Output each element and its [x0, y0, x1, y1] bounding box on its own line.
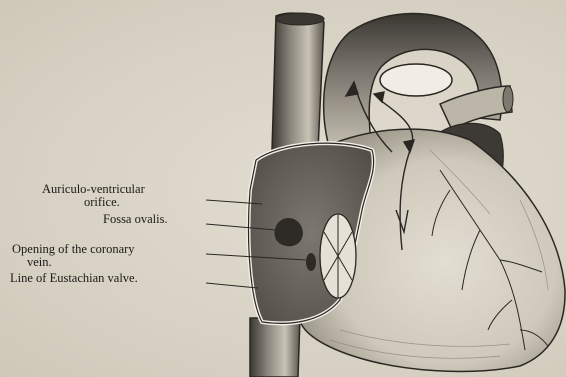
label-auriculo-ventricular-line1: Auriculo-ventricular [42, 183, 145, 195]
label-fossa-ovalis: Fossa ovalis. [103, 213, 168, 225]
label-auriculo-ventricular-line2: orifice. [84, 196, 120, 208]
arch-opening [380, 64, 452, 96]
label-coronary-line2: vein. [27, 256, 52, 268]
vena-cava-opening [276, 13, 324, 25]
coronary-vein-opening [306, 253, 316, 271]
label-coronary-line1: Opening of the coronary [12, 243, 135, 255]
label-eustachian-valve: Line of Eustachian valve. [10, 272, 138, 284]
inferior-vena-cava [250, 318, 300, 377]
tricuspid-valve [320, 214, 356, 298]
pulmonary-opening [503, 86, 513, 112]
superior-vena-cava [272, 13, 324, 150]
